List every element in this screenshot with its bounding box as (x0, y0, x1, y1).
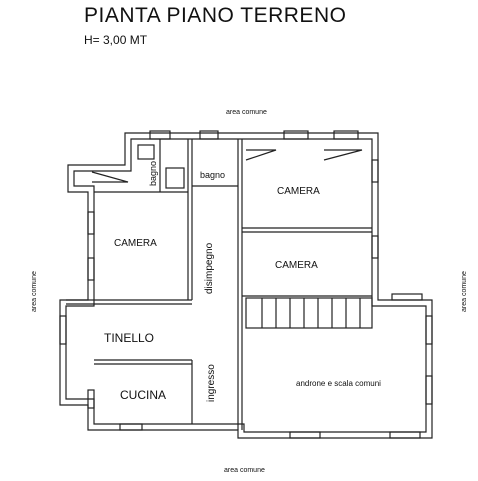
window (149, 130, 171, 140)
window (119, 423, 143, 431)
room-camera-left: CAMERA (114, 238, 157, 249)
window (371, 235, 379, 259)
window (87, 257, 95, 281)
area-comune-left: area comune (31, 271, 38, 312)
door-swing (245, 149, 277, 161)
area-comune-bottom: area comune (224, 467, 265, 474)
window (199, 130, 219, 140)
window (87, 389, 95, 409)
room-camera-mid-right: CAMERA (275, 260, 318, 271)
stairs (245, 297, 373, 329)
window (389, 431, 421, 439)
area-comune-top: area comune (226, 109, 267, 116)
door-swing (91, 171, 129, 183)
window (59, 315, 67, 345)
room-disimpegno: disimpegno (204, 242, 215, 294)
room-cucina: CUCINA (120, 388, 166, 402)
room-androne: androne e scala comuni (296, 379, 381, 388)
page-title: PIANTA PIANO TERRENO (84, 4, 347, 27)
window (283, 130, 309, 140)
ceiling-height: H= 3,00 MT (84, 33, 148, 47)
room-tinello: TINELLO (104, 331, 154, 345)
window (289, 431, 321, 439)
room-ingresso: ingresso (206, 364, 217, 402)
window (371, 159, 379, 183)
fixture (165, 167, 185, 189)
room-bagno-right: bagno (200, 170, 225, 180)
room-camera-top-right: CAMERA (277, 186, 320, 197)
area-comune-right: area comune (461, 271, 468, 312)
window (87, 211, 95, 235)
window (425, 375, 433, 405)
door-swing (323, 149, 363, 161)
window (333, 130, 359, 140)
stair-steps (261, 298, 361, 328)
window (391, 293, 423, 301)
room-bagno-left: bagno (148, 161, 158, 186)
window (425, 315, 433, 345)
fixture (137, 144, 155, 160)
